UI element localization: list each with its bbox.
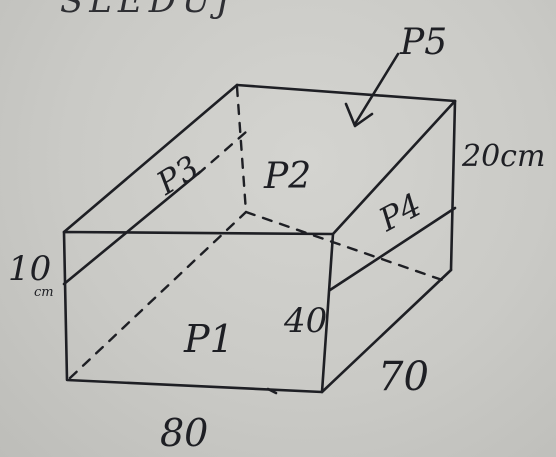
- dimension-length: 80: [160, 411, 208, 455]
- hidden-bottom-left-edge: [68, 210, 248, 380]
- face-label-p5: P5: [399, 22, 447, 63]
- header-fragment: SLEDUJ: [60, 0, 235, 21]
- hidden-back-bottom-edge: [244, 210, 450, 284]
- dimension-cut-right: 20cm: [461, 139, 545, 174]
- face-label-p3: P3: [149, 148, 206, 203]
- right-back-vertical-edge: [449, 99, 457, 272]
- right-bottom-edge: [320, 268, 453, 394]
- dimension-cut-left-unit: cm: [34, 285, 54, 300]
- face-label-p1: P1: [183, 317, 234, 361]
- cut-line-left: [62, 170, 202, 286]
- cut-line-right: [328, 206, 457, 292]
- p5-arrow-shaft: [353, 52, 400, 126]
- p5-arrow-head: [344, 102, 374, 128]
- dimension-cut-left-value: 10: [8, 249, 51, 289]
- dimension-width: 70: [378, 354, 429, 400]
- dimension-height: 40: [283, 301, 327, 341]
- top-back-edge: [235, 83, 457, 103]
- top-right-edge: [331, 99, 457, 236]
- face-label-p2: P2: [263, 156, 311, 197]
- hidden-vertical-edge: [235, 85, 248, 214]
- bottom-edge-tick: [266, 387, 278, 395]
- top-back-left-edge: [62, 83, 239, 234]
- hidden-cut-line: [196, 130, 248, 176]
